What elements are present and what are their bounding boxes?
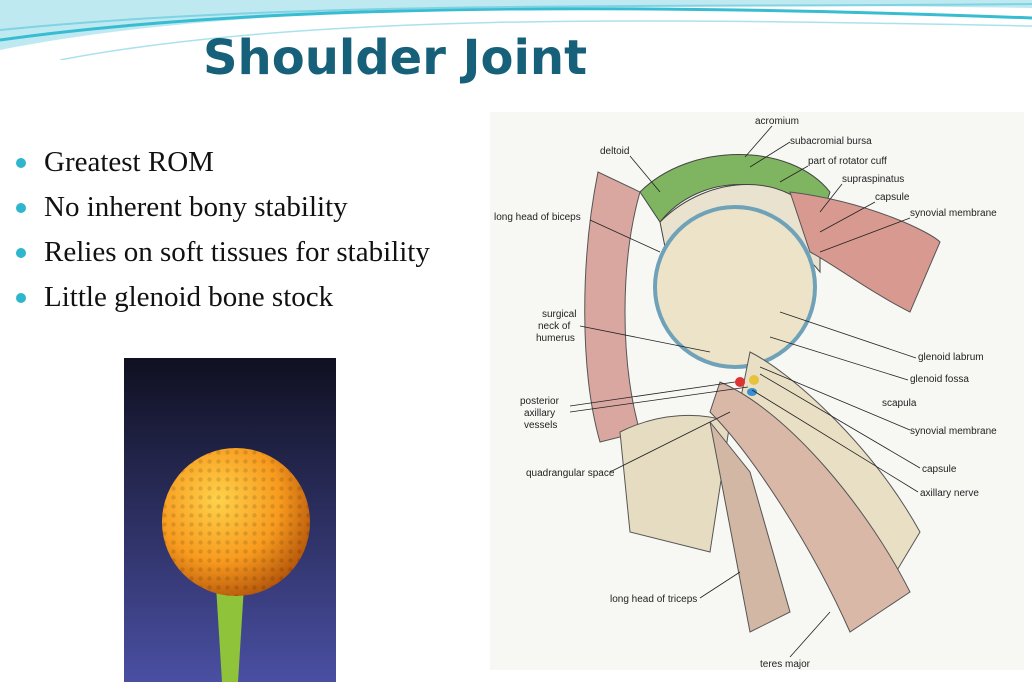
bullet-text: Greatest ROM [44,146,214,178]
bullet-text: Relies on soft tissues for stability [44,236,430,268]
decorative-wave-header [0,0,1032,60]
shoulder-anatomy-diagram: acromium subacromial bursa deltoid part … [490,112,1024,670]
label-scapula: scapula [882,398,917,409]
label-axillary-nerve: axillary nerve [920,488,979,499]
label-teres-major: teres major [760,659,811,670]
bullet-dot-icon [16,202,26,213]
label-glenoid-labrum: glenoid labrum [918,352,984,363]
bullet-dot-icon [16,247,26,258]
slide-title: Shoulder Joint [202,30,588,86]
label-long-head-of-triceps: long head of triceps [610,594,697,605]
bullet-dot-icon [16,292,26,303]
label-posterior-axillary-vessels: posterior [520,396,560,407]
label-surgical-neck: neck of [538,321,570,332]
label-surgical-neck: surgical [542,309,576,320]
bullet-text: No inherent bony stability [44,191,348,223]
bullet-dot-icon [16,157,26,168]
bullet-item: Little glenoid bone stock [16,275,430,320]
bullet-item: Greatest ROM [16,140,430,185]
bullet-text: Little glenoid bone stock [44,281,334,313]
label-supraspinatus: supraspinatus [842,174,904,185]
label-acromium: acromium [755,116,799,127]
golf-ball-photo [124,358,336,682]
label-posterior-axillary-vessels: axillary [524,408,555,419]
leader-lines [569,125,921,658]
label-posterior-axillary-vessels: vessels [524,420,557,431]
label-synovial-membrane-top: synovial membrane [910,208,997,219]
bullet-item: Relies on soft tissues for stability [16,230,430,275]
label-synovial-membrane-bottom: synovial membrane [910,426,997,437]
label-glenoid-fossa: glenoid fossa [910,374,969,385]
label-part-of-rotator-cuff: part of rotator cuff [808,156,887,167]
label-capsule-top: capsule [875,192,910,203]
label-capsule-bottom: capsule [922,464,957,475]
bullet-list: Greatest ROM No inherent bony stability … [16,140,430,320]
label-surgical-neck: humerus [536,333,575,344]
label-subacromial-bursa: subacromial bursa [790,136,872,147]
label-long-head-of-biceps: long head of biceps [494,212,581,223]
bullet-item: No inherent bony stability [16,185,430,230]
label-quadrangular-space: quadrangular space [526,468,615,479]
label-deltoid: deltoid [600,146,629,157]
